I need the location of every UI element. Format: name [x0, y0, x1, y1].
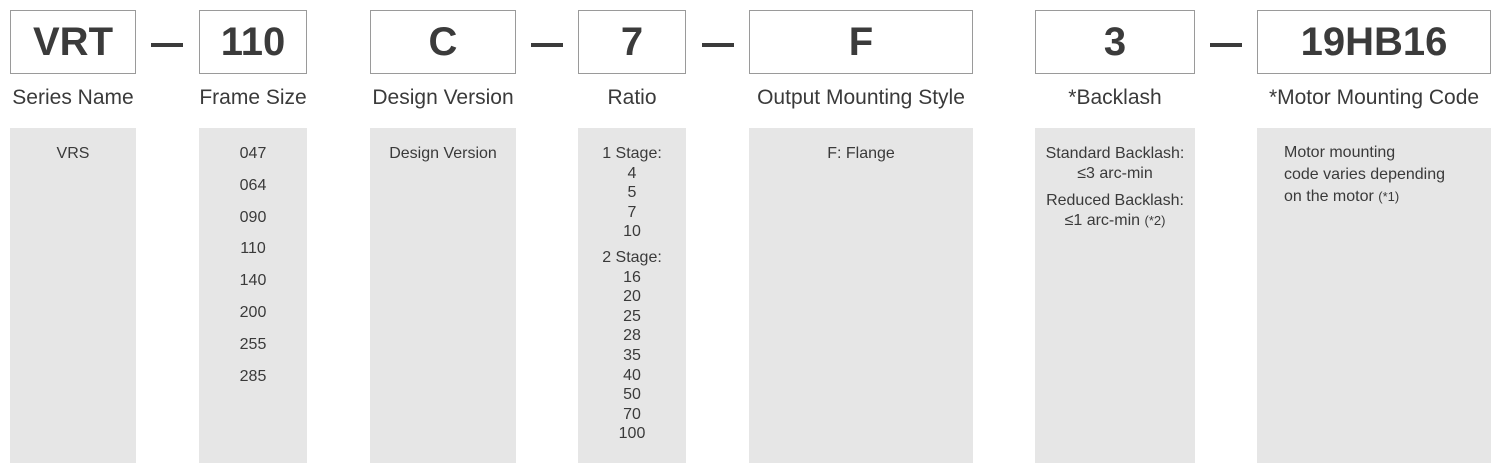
panel-output-mounting: F: Flange — [749, 128, 973, 463]
panel-series-name: VRS — [10, 128, 136, 463]
ratio-option: 100 — [618, 425, 646, 443]
code-box-series: VRT — [10, 10, 136, 74]
ratio-option: 28 — [623, 327, 641, 345]
option-frame-size: 140 — [239, 272, 267, 290]
backlash-reduced-value: ≤1 arc-min — [1064, 211, 1141, 229]
option-design-version: Design Version — [389, 145, 497, 162]
backlash-standard-label: Standard Backlash: — [1045, 145, 1185, 162]
ratio-option: 50 — [623, 386, 641, 404]
option-frame-size: 200 — [239, 303, 267, 321]
option-frame-size: 255 — [239, 335, 267, 353]
label-output-mounting-style: Output Mounting Style — [757, 86, 965, 109]
panel-frame-size: 047 064 090 110 140 200 255 285 — [199, 128, 307, 463]
backlash-reduced-label: Reduced Backlash: — [1046, 192, 1184, 210]
ratio-stage1-label: 1 Stage: — [602, 145, 662, 162]
motor-mounting-text: on the motor — [1284, 188, 1374, 205]
code-box-output-mounting: F — [749, 10, 973, 74]
separator-dash — [531, 43, 563, 47]
separator-dash — [702, 43, 734, 47]
ratio-option: 7 — [627, 203, 637, 221]
label-frame-size: Frame Size — [199, 86, 307, 109]
ratio-option: 40 — [623, 366, 641, 384]
panel-backlash: Standard Backlash: ≤3 arc-min Reduced Ba… — [1035, 128, 1195, 463]
backlash-reduced-note: (*2) — [1144, 212, 1166, 228]
backlash-reduced-row: ≤1 arc-min (*2) — [1035, 211, 1195, 231]
ratio-stage2-label: 2 Stage: — [602, 248, 662, 266]
label-ratio: Ratio — [607, 86, 657, 109]
label-motor-mounting-code: *Motor Mounting Code — [1268, 86, 1480, 109]
option-frame-size: 047 — [239, 145, 267, 162]
label-backlash: *Backlash — [1068, 86, 1162, 109]
option-frame-size: 285 — [239, 367, 267, 385]
ratio-option: 35 — [623, 346, 641, 364]
panel-motor-mounting: Motor mounting code varies depending on … — [1257, 128, 1491, 463]
ratio-option: 20 — [623, 288, 641, 306]
option-series: VRS — [56, 145, 90, 162]
option-frame-size: 064 — [239, 176, 267, 194]
ratio-option: 25 — [623, 307, 641, 325]
option-frame-size: 090 — [239, 208, 267, 226]
code-box-frame-size: 110 — [199, 10, 307, 74]
separator-dash — [1210, 43, 1242, 47]
motor-mounting-note: (*1) — [1378, 189, 1400, 204]
motor-mounting-text: Motor mounting — [1284, 144, 1396, 161]
ratio-option: 4 — [627, 164, 637, 182]
code-box-motor-mounting: 19HB16 — [1257, 10, 1491, 74]
code-box-ratio: 7 — [578, 10, 686, 74]
option-output-mounting: F: Flange — [827, 145, 895, 162]
panel-design-version: Design Version — [370, 128, 516, 463]
ratio-option: 16 — [623, 268, 641, 286]
motor-mounting-row: on the motor (*1) — [1284, 186, 1491, 208]
option-frame-size: 110 — [240, 240, 266, 258]
ratio-option: 5 — [627, 184, 637, 202]
label-design-version: Design Version — [372, 86, 514, 109]
backlash-standard-value: ≤3 arc-min — [1077, 164, 1153, 182]
panel-ratio: 1 Stage: 4 5 7 10 2 Stage: 16 20 25 28 3… — [578, 128, 686, 463]
code-box-design-version: C — [370, 10, 516, 74]
motor-mounting-text: code varies depending — [1284, 166, 1446, 183]
separator-dash — [151, 43, 183, 47]
ratio-option: 70 — [623, 405, 641, 423]
label-series-name: Series Name — [12, 86, 134, 109]
ratio-option: 10 — [623, 223, 641, 241]
code-box-backlash: 3 — [1035, 10, 1195, 74]
